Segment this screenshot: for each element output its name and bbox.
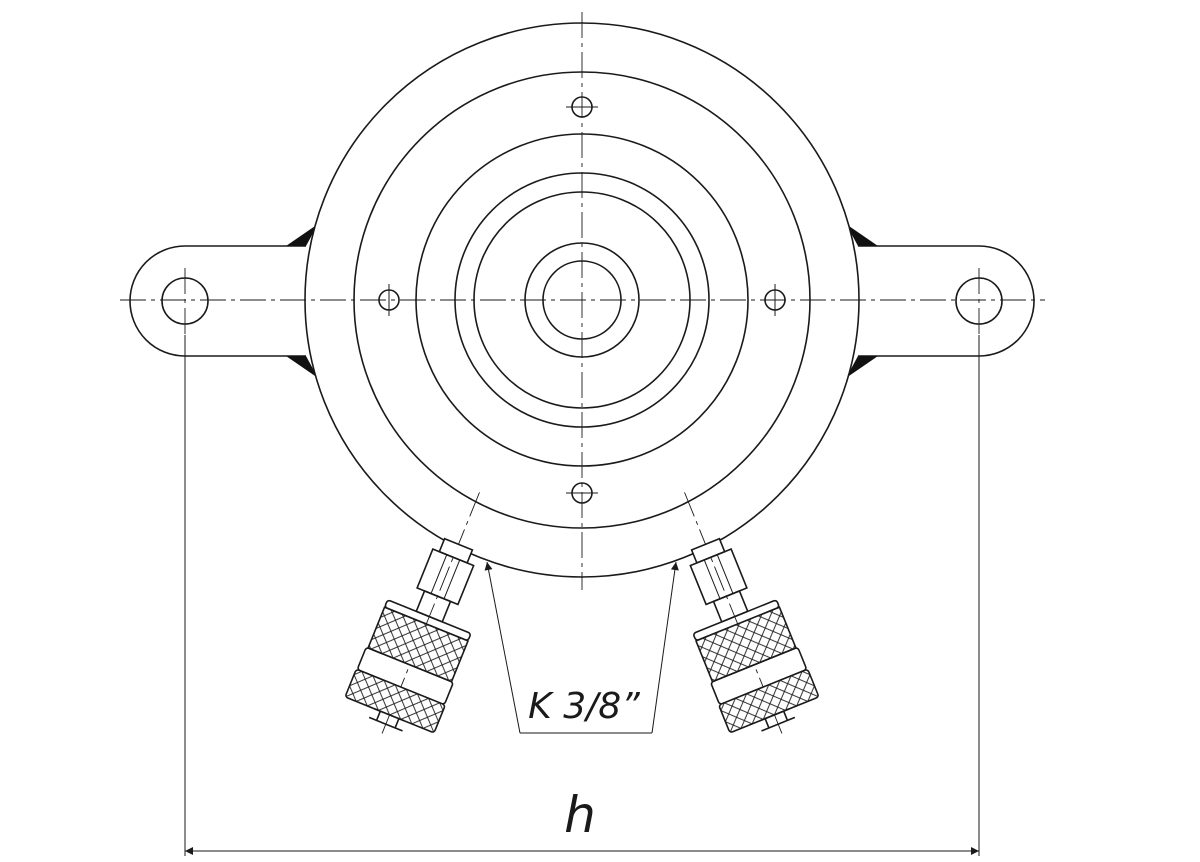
center-lines <box>120 12 1045 590</box>
mounting-lug-left <box>129 224 318 378</box>
thread-callout: K 3/8” <box>484 561 679 734</box>
thread-label: K 3/8” <box>528 686 640 727</box>
connector-right <box>684 492 819 734</box>
connector-left <box>345 492 480 734</box>
mounting-lug-right <box>846 224 1035 378</box>
dimension-label: h <box>564 786 596 844</box>
dimension-h: h <box>184 335 980 856</box>
